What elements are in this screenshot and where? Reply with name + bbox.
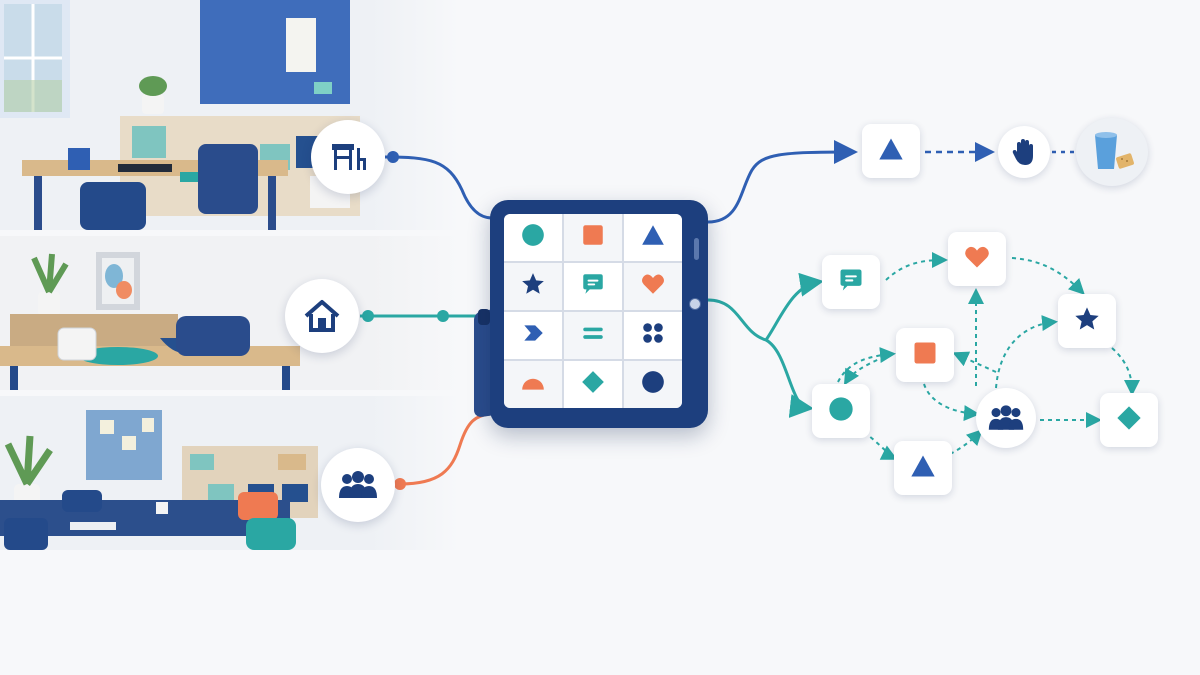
speech-bubble-icon — [837, 266, 865, 299]
network-circle-tile[interactable] — [812, 384, 870, 438]
connector-to-network — [707, 272, 824, 342]
stand-knob — [478, 309, 490, 325]
sequence-hand-node[interactable] — [998, 126, 1050, 178]
group-context-icon[interactable] — [321, 448, 395, 522]
triangle-icon — [877, 135, 905, 168]
symbol-cell-diamond[interactable] — [564, 361, 622, 408]
sequence-triangle-tile[interactable] — [862, 124, 920, 178]
network-heart-tile[interactable] — [948, 232, 1006, 286]
square-icon — [580, 222, 606, 253]
speech-bubble-icon — [580, 271, 606, 302]
heart-icon — [640, 271, 666, 302]
four-dots-icon — [640, 320, 666, 351]
diamond-icon — [580, 369, 606, 400]
connector-dot — [362, 310, 374, 322]
network-link — [885, 252, 948, 281]
sequence-snack-node[interactable] — [1076, 118, 1148, 186]
symbol-cell-triangle[interactable] — [624, 214, 682, 261]
connector-dot — [394, 478, 406, 490]
network-people-node[interactable] — [976, 388, 1036, 448]
desk-icon — [332, 144, 366, 170]
network-link — [843, 353, 893, 386]
classroom-scene — [0, 0, 460, 230]
chevron-icon — [520, 320, 546, 351]
symbol-grid — [504, 214, 682, 408]
network-diamond-tile[interactable] — [1100, 393, 1158, 447]
symbol-cell-equals[interactable] — [564, 312, 622, 359]
network-link — [1011, 257, 1085, 295]
diamond-icon — [1115, 404, 1143, 437]
device-side-button[interactable] — [694, 238, 699, 260]
symbol-cell-circle[interactable] — [504, 214, 562, 261]
network-link — [949, 429, 983, 455]
symbol-cell-chevron[interactable] — [504, 312, 562, 359]
symbol-cell-square[interactable] — [564, 214, 622, 261]
network-link — [837, 347, 896, 383]
symbol-cell-four-dots[interactable] — [624, 312, 682, 359]
triangle-icon — [640, 222, 666, 253]
connector-to-network — [765, 338, 814, 418]
connector-to-sequence — [707, 140, 858, 224]
network-triangle-tile[interactable] — [894, 441, 952, 495]
circle-icon — [520, 222, 546, 253]
symbol-cell-speech-bubble[interactable] — [564, 263, 622, 310]
network-link — [995, 315, 1058, 389]
home-scene — [0, 236, 460, 390]
house-icon — [304, 300, 340, 332]
triangle-icon — [909, 452, 937, 485]
square-icon — [911, 339, 939, 372]
cup-and-cracker-icon — [1095, 132, 1134, 169]
hand-icon — [1012, 139, 1033, 165]
equals-icon — [580, 320, 606, 351]
network-link — [923, 383, 980, 422]
symbol-cell-heart[interactable] — [624, 263, 682, 310]
symbol-cell-half-circle[interactable] — [504, 361, 562, 408]
network-square-tile[interactable] — [896, 328, 954, 382]
symbol-cell-circle[interactable] — [624, 361, 682, 408]
people-icon — [988, 405, 1024, 430]
network-link — [863, 431, 898, 460]
half-circle-icon — [520, 369, 546, 400]
network-star-tile[interactable] — [1058, 294, 1116, 348]
circle-icon — [640, 369, 666, 400]
network-speech-tile[interactable] — [822, 255, 880, 309]
network-link — [1111, 347, 1140, 396]
heart-icon — [963, 243, 991, 276]
connector-dot — [437, 310, 449, 322]
aac-device — [490, 200, 708, 428]
connector-dot — [387, 151, 399, 163]
symbol-cell-star[interactable] — [504, 263, 562, 310]
connector-classroom — [384, 155, 493, 220]
home-context-icon[interactable] — [285, 279, 359, 353]
star-icon — [1073, 305, 1101, 338]
device-home-button[interactable] — [689, 298, 701, 310]
people-icon — [339, 471, 377, 498]
circle-icon — [827, 395, 855, 428]
classroom-context-icon[interactable] — [311, 120, 385, 194]
connector-group — [399, 412, 491, 486]
star-icon — [520, 271, 546, 302]
